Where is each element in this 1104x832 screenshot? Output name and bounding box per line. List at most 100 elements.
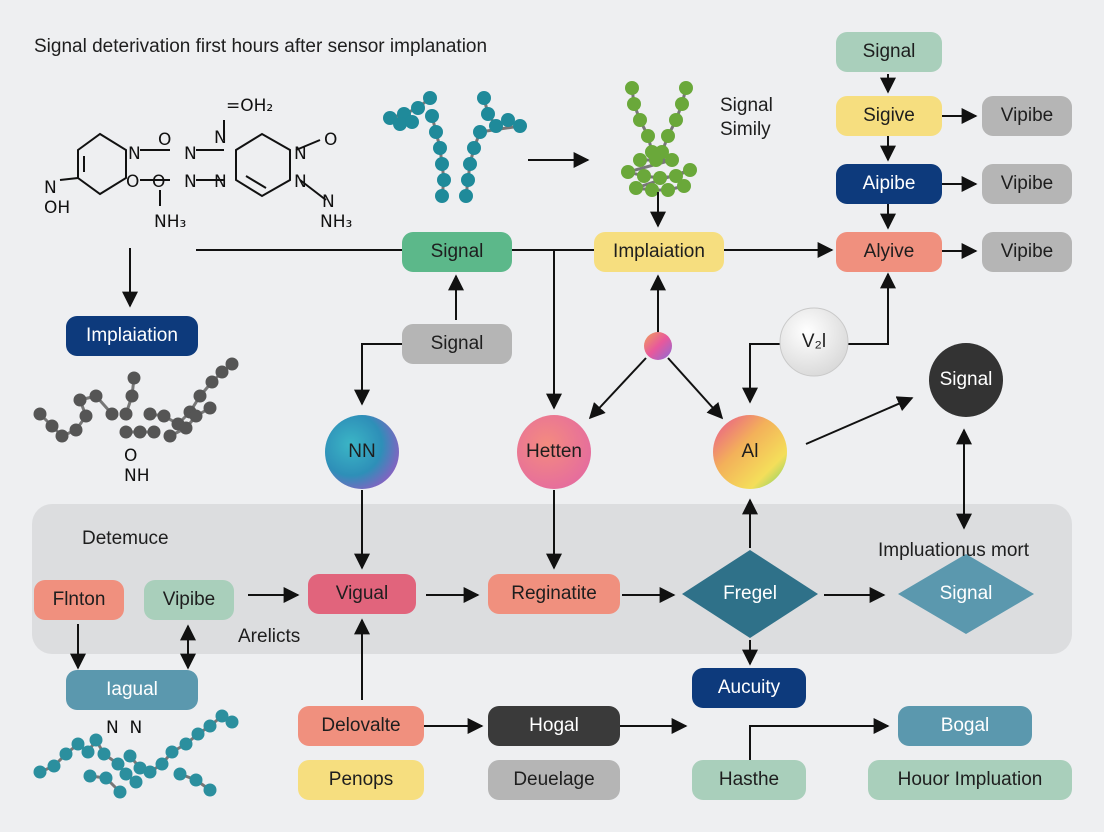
molGreen-bead [649, 153, 663, 167]
deuelage-node[interactable]: Deuelage [488, 760, 620, 800]
vigual-node[interactable]: Vigual [308, 574, 416, 614]
molTeal-bead [423, 91, 437, 105]
bogal-node[interactable]: Bogal [898, 706, 1032, 746]
sigive-node[interactable]: Sigive [836, 96, 942, 136]
chem-nh3-a: NH₃ [154, 212, 187, 232]
signal-gray-node[interactable]: Signal [402, 324, 512, 364]
signal-dark-circle[interactable] [929, 343, 1003, 417]
fregel-label: Fregel [723, 583, 777, 604]
molDark-bead [119, 425, 133, 439]
molTealB-bead [203, 783, 217, 797]
molGreen-bead [625, 81, 639, 95]
molTeal-bead [477, 91, 491, 105]
molTealB-bead [71, 737, 85, 751]
flnton-node[interactable]: Flnton [34, 580, 124, 620]
molDark-bead [69, 423, 83, 437]
molGreen-bead [633, 113, 647, 127]
vipibe-node-3[interactable]: Vipibe [982, 232, 1072, 272]
arelicts-label: Arelicts [238, 626, 301, 647]
reginatite-node[interactable]: Reginatite [488, 574, 620, 614]
v2l-circle[interactable] [779, 307, 849, 377]
chem-o1: O [158, 130, 172, 150]
molDark-bead [73, 393, 87, 407]
vipibe-band-node[interactable]: Vipibe [144, 580, 234, 620]
delovalte-node[interactable]: Delovalte [298, 706, 424, 746]
molTealB-bead [33, 765, 47, 779]
molDark-bead [79, 409, 93, 423]
molTealB-bead [165, 745, 179, 759]
molGreen-bead [669, 113, 683, 127]
molTeal-bead [435, 157, 449, 171]
chem-o2: O [126, 172, 140, 192]
signal-diamond[interactable] [898, 554, 1034, 634]
molDark-bead [127, 371, 141, 385]
signal-simily-line-1: Signal [720, 95, 773, 116]
molDark-bead [143, 407, 157, 421]
molTeal-bead [501, 113, 515, 127]
molTealB-bead [143, 765, 157, 779]
small-gradient-node [644, 332, 672, 360]
molecule-teal-top [383, 91, 527, 203]
ai-circle[interactable] [713, 415, 787, 489]
molGreen-bead [683, 163, 697, 177]
molTealB-bead [81, 745, 95, 759]
molDark-bead [215, 365, 229, 379]
aucuity-node[interactable]: Aucuity [692, 668, 806, 708]
molTeal-bead [459, 189, 473, 203]
penops-node[interactable]: Penops [298, 760, 424, 800]
molTealB-bead [59, 747, 73, 761]
signal-top-node[interactable]: Signal [836, 32, 942, 72]
molecule-green-top [621, 81, 697, 197]
molGreen-bead [627, 97, 641, 111]
hetten-circle[interactable] [517, 415, 591, 489]
molTealB-bead [133, 761, 147, 775]
molDark-bead [225, 357, 239, 371]
molTeal-bead [481, 107, 495, 121]
nn-label: NN [348, 441, 376, 462]
diagram-title: Signal deterivation first hours after se… [34, 36, 488, 57]
molTeal-bead [463, 157, 477, 171]
alyive-node[interactable]: Alyive [836, 232, 942, 272]
chem-nh3-b: NH₃ [320, 212, 353, 232]
chem-o3: O [324, 130, 338, 150]
molTeal-bead [467, 141, 481, 155]
chem-n6: N [294, 144, 307, 164]
molTeal-bead [461, 173, 475, 187]
hetten-label: Hetten [526, 441, 582, 462]
molTeal-bead [405, 115, 419, 129]
chem-oh2: =OH₂ [226, 96, 274, 116]
molTealB-bead [97, 747, 111, 761]
molGreen-bead [675, 97, 689, 111]
chem-n1: N [128, 144, 141, 164]
iagual-node[interactable]: Iagual [66, 670, 198, 710]
molGreen-bead [637, 169, 651, 183]
implaiation-node[interactable]: Implaiation [594, 232, 724, 272]
molGreen-bead [661, 129, 675, 143]
molDark-bead [205, 375, 219, 389]
hogal-node[interactable]: Hogal [488, 706, 620, 746]
molGreen-bead [629, 181, 643, 195]
molGreen-bead [641, 129, 655, 143]
hasthe-node[interactable]: Hasthe [692, 760, 806, 800]
fregel-diamond[interactable] [682, 550, 818, 638]
molTeal-bead [429, 125, 443, 139]
chem-n3: N [184, 172, 197, 192]
molDark-bead [203, 401, 217, 415]
molTealB-bead [111, 757, 125, 771]
nn-circle[interactable] [325, 415, 399, 489]
chem-nh-mid: O NH [124, 446, 150, 486]
chem-n4: N [214, 128, 227, 148]
implaiation-left-node[interactable]: Implaiation [66, 316, 198, 356]
chem-o4: O [152, 172, 166, 192]
vipibe-node-1[interactable]: Vipibe [982, 96, 1072, 136]
ai-label: Al [741, 441, 759, 462]
vipibe-node-2[interactable]: Vipibe [982, 164, 1072, 204]
signal-green-node[interactable]: Signal [402, 232, 512, 272]
molTealB-bead [203, 719, 217, 733]
aipibe-node[interactable]: Aipibe [836, 164, 942, 204]
molTealB-bead [123, 749, 137, 763]
molTealB-bead [129, 775, 143, 789]
molTealB-bead [155, 757, 169, 771]
houor-impluation-node[interactable]: Houor Impluation [868, 760, 1072, 800]
